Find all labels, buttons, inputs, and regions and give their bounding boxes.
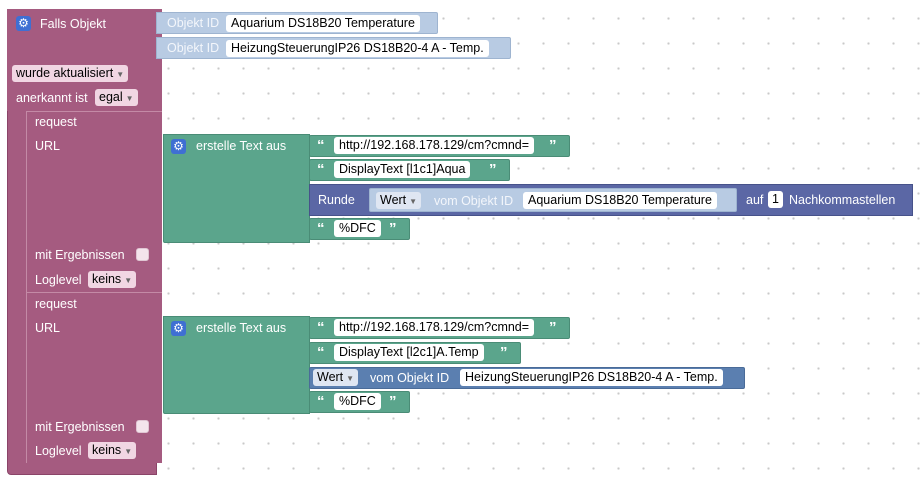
- from-object-label: vom Objekt ID: [434, 194, 514, 208]
- create-text-label: erstelle Text aus: [196, 321, 287, 335]
- value-dropdown[interactable]: Wert▼: [313, 369, 359, 386]
- object-id-field[interactable]: HeizungSteuerungIP26 DS18B20-4 A - Temp.: [226, 40, 489, 57]
- quote-close-icon: ”: [489, 161, 497, 178]
- results-label: mit Ergebnissen: [35, 420, 125, 434]
- url-label: URL: [35, 139, 61, 153]
- loglevel-dropdown[interactable]: keins▼: [88, 271, 137, 288]
- chevron-down-icon: ▼: [409, 197, 418, 206]
- chevron-down-icon: ▼: [346, 374, 355, 383]
- chevron-down-icon: ▼: [125, 94, 134, 103]
- gear-icon[interactable]: ⚙: [171, 321, 186, 336]
- loglevel-label: Loglevel: [35, 273, 82, 287]
- from-object-label: vom Objekt ID: [370, 371, 450, 385]
- loglevel-value: keins: [92, 272, 122, 286]
- loglevel-value: keins: [92, 443, 122, 457]
- request-block-2[interactable]: [26, 292, 162, 463]
- results-checkbox[interactable]: [136, 420, 149, 433]
- ack-label: anerkannt ist: [16, 91, 88, 105]
- decimals-field[interactable]: 1: [768, 191, 783, 208]
- gear-icon[interactable]: ⚙: [171, 139, 186, 154]
- loglevel-label: Loglevel: [35, 444, 82, 458]
- chevron-down-icon: ▼: [124, 447, 133, 456]
- string-field[interactable]: %DFC: [334, 220, 381, 237]
- quote-open-icon: “: [317, 319, 325, 336]
- create-text-block-1[interactable]: [163, 134, 310, 243]
- event-dropdown[interactable]: wurde aktualisiert▼: [12, 65, 129, 82]
- trigger-label: Falls Objekt: [40, 17, 106, 31]
- quote-open-icon: “: [317, 393, 325, 410]
- create-text-label: erstelle Text aus: [196, 139, 287, 153]
- ack-dropdown[interactable]: egal▼: [95, 89, 138, 106]
- quote-open-icon: “: [317, 137, 325, 154]
- string-field[interactable]: DisplayText [l1c1]Aqua: [334, 161, 471, 178]
- object-id-field[interactable]: Aquarium DS18B20 Temperature: [523, 192, 717, 209]
- value-dropdown-value: Wert: [380, 193, 407, 207]
- quote-open-icon: “: [317, 161, 325, 178]
- string-field[interactable]: http://192.168.178.129/cm?cmnd=: [334, 137, 535, 154]
- string-field[interactable]: %DFC: [334, 393, 381, 410]
- request-title: request: [35, 115, 77, 129]
- string-field[interactable]: http://192.168.178.129/cm?cmnd=: [334, 319, 535, 336]
- object-id-label: Objekt ID: [167, 41, 220, 55]
- quote-close-icon: ”: [389, 220, 397, 237]
- quote-close-icon: ”: [549, 137, 557, 154]
- chevron-down-icon: ▼: [124, 276, 133, 285]
- quote-close-icon: ”: [549, 319, 557, 336]
- results-checkbox[interactable]: [136, 248, 149, 261]
- quote-open-icon: “: [317, 220, 325, 237]
- chevron-down-icon: ▼: [116, 70, 125, 79]
- request-block-1[interactable]: [26, 111, 162, 292]
- object-id-field[interactable]: HeizungSteuerungIP26 DS18B20-4 A - Temp.: [460, 369, 723, 386]
- request-title: request: [35, 297, 77, 311]
- value-dropdown[interactable]: Wert▼: [376, 192, 422, 209]
- auf-label: auf: [746, 193, 764, 207]
- ack-dropdown-value: egal: [99, 90, 123, 104]
- quote-close-icon: ”: [500, 344, 508, 361]
- object-id-field[interactable]: Aquarium DS18B20 Temperature: [226, 15, 420, 32]
- create-text-block-2[interactable]: [163, 316, 310, 414]
- value-dropdown-value: Wert: [317, 370, 344, 384]
- string-field[interactable]: DisplayText [l2c1]A.Temp: [334, 344, 484, 361]
- object-id-label: Objekt ID: [167, 16, 220, 30]
- round-label: Runde: [318, 193, 355, 207]
- gear-icon[interactable]: ⚙: [16, 16, 31, 31]
- event-dropdown-value: wurde aktualisiert: [16, 66, 114, 80]
- loglevel-dropdown[interactable]: keins▼: [88, 442, 137, 459]
- url-label: URL: [35, 321, 61, 335]
- quote-open-icon: “: [317, 344, 325, 361]
- decimals-label: Nachkommastellen: [789, 193, 896, 207]
- results-label: mit Ergebnissen: [35, 248, 125, 262]
- quote-close-icon: ”: [389, 393, 397, 410]
